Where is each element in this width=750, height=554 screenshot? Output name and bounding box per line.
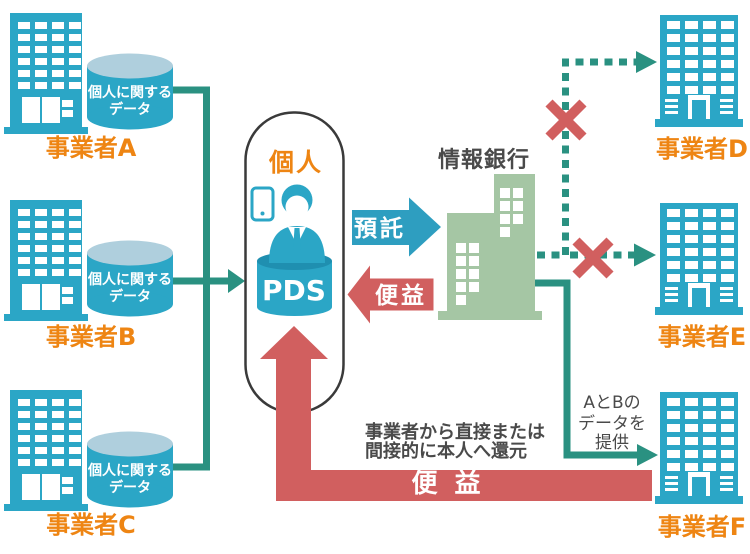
benefit-return-arrow-icon	[260, 326, 652, 501]
business-e-label: 事業者E	[658, 323, 746, 351]
cylinder-b-label-line1: 個人に関する	[87, 271, 172, 288]
individual-label: 個人	[268, 148, 323, 177]
info-bank-icon	[438, 174, 542, 320]
provide-label-line1: AとBの	[583, 393, 640, 413]
cylinder-b-label-line2: データ	[109, 288, 151, 305]
business-a-label: 事業者A	[46, 134, 137, 162]
building-f-icon	[655, 392, 743, 504]
cylinder-a-label-line2: データ	[109, 101, 151, 118]
x-mark-e-icon	[572, 237, 614, 279]
business-c-label: 事業者C	[46, 511, 136, 539]
arrowhead-f-icon	[637, 444, 658, 466]
x-mark-d-icon	[545, 99, 587, 141]
pds-label: PDS	[262, 274, 326, 307]
info-bank-label: 情報銀行	[438, 147, 530, 173]
building-d-icon	[655, 15, 743, 127]
cylinder-c-label-line2: データ	[109, 479, 151, 496]
deposit-arrow-icon	[352, 197, 441, 257]
provide-line-to-f	[535, 279, 637, 459]
benefit-arrow-label: 便益	[375, 282, 427, 309]
smartphone-icon	[250, 186, 275, 222]
building-c-icon	[4, 390, 88, 511]
cylinder-a-label-line1: 個人に関する	[87, 84, 172, 101]
business-b-label: 事業者B	[46, 323, 136, 351]
arrowhead-e-icon	[634, 243, 656, 267]
return-note-line1: 事業者から直接または	[365, 421, 545, 443]
return-note-line2: 間接的に本人へ還元	[365, 440, 527, 462]
benefit-return-label: 便 益	[411, 469, 484, 499]
data-flow-arrowhead-icon	[228, 269, 245, 293]
building-a-icon	[4, 13, 88, 134]
business-f-label: 事業者F	[658, 513, 746, 541]
benefit-arrow-icon	[347, 265, 434, 324]
provide-label-line3: 提供	[595, 433, 629, 453]
arrowhead-d-icon	[636, 51, 657, 73]
building-b-icon	[4, 200, 88, 321]
person-icon	[269, 184, 325, 263]
provide-label-line2: データを	[578, 413, 646, 434]
building-e-icon	[655, 203, 743, 315]
cylinder-c-label-line1: 個人に関する	[87, 462, 172, 479]
business-d-label: 事業者D	[656, 135, 748, 163]
deposit-arrow-label: 預託	[354, 215, 406, 242]
dotted-line-to-d	[562, 58, 636, 255]
